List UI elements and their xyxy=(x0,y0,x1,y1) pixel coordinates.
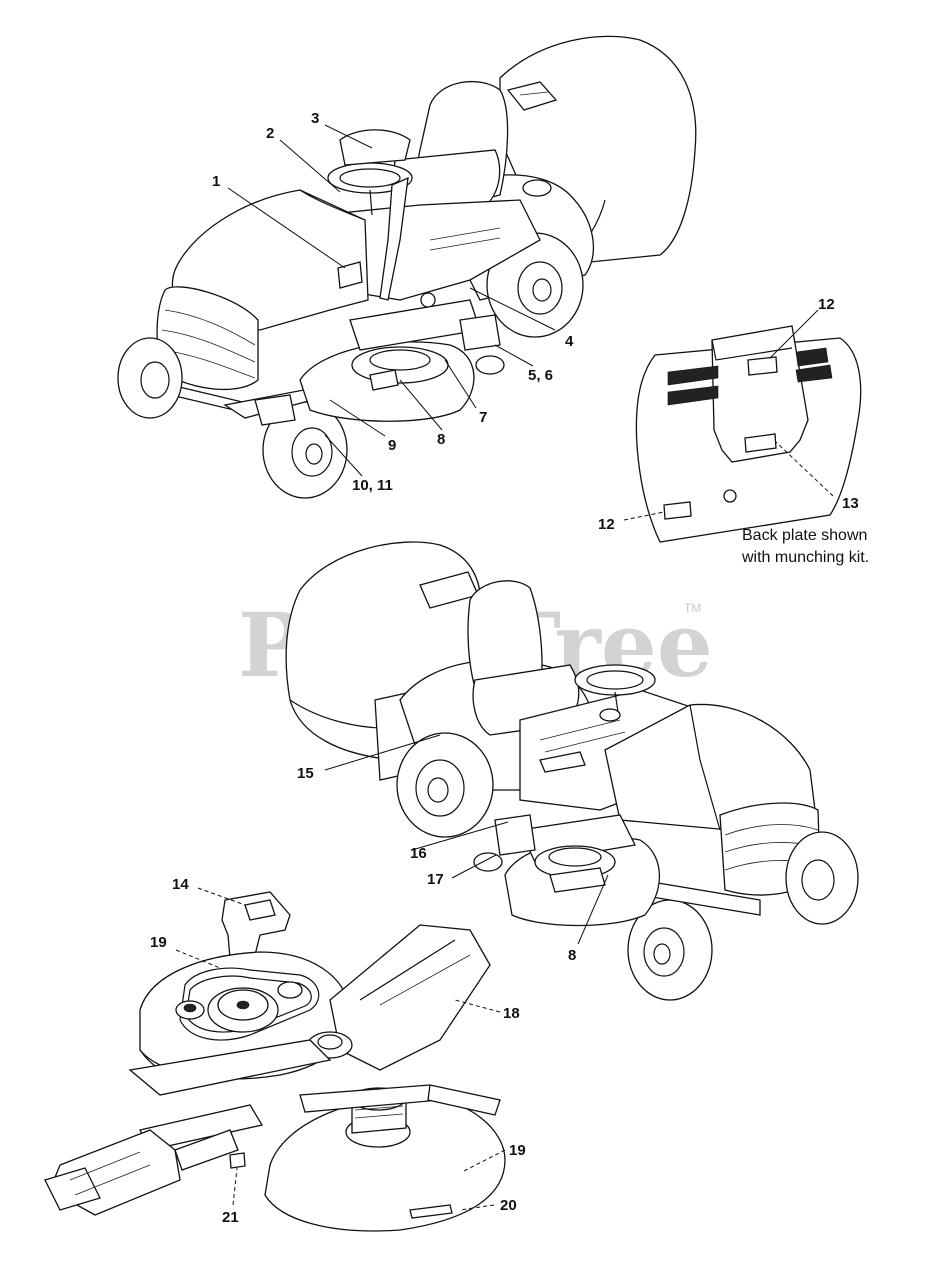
callout-3: 3 xyxy=(311,110,319,127)
leader-lines-deck xyxy=(175,887,506,1211)
callout-8-mid: 8 xyxy=(568,947,576,964)
callout-17: 17 xyxy=(427,871,444,888)
watermark-trademark: TM xyxy=(684,601,701,615)
callout-12-bottom: 12 xyxy=(598,516,615,533)
callout-20: 20 xyxy=(500,1197,517,1214)
back-plate xyxy=(635,325,862,543)
leader-lines-middle xyxy=(324,734,609,945)
callout-2: 2 xyxy=(266,125,274,142)
callout-19-bottom: 19 xyxy=(509,1142,526,1159)
tractor-front-view xyxy=(117,35,697,499)
callout-10-11: 10, 11 xyxy=(352,477,393,494)
callout-15: 15 xyxy=(297,765,314,782)
callout-21: 21 xyxy=(222,1209,239,1226)
callout-18: 18 xyxy=(503,1005,520,1022)
leader-lines-top xyxy=(227,124,556,477)
callout-16: 16 xyxy=(410,845,427,862)
tractor-rear-view xyxy=(285,541,859,1001)
callout-8-top: 8 xyxy=(437,431,445,448)
callout-19-top: 19 xyxy=(150,934,167,951)
callout-4: 4 xyxy=(565,333,574,350)
callout-9: 9 xyxy=(388,437,396,454)
note-line-2: with munching kit. xyxy=(741,549,869,566)
leader-lines-backplate xyxy=(623,309,834,521)
note-line-1: Back plate shown xyxy=(742,527,867,544)
callout-13: 13 xyxy=(842,495,859,512)
callout-1: 1 xyxy=(212,173,220,190)
mower-deck-detail xyxy=(44,891,506,1232)
callout-5-6: 5, 6 xyxy=(528,367,553,384)
callout-7: 7 xyxy=(479,409,487,426)
callout-14: 14 xyxy=(172,876,189,893)
callouts: 1 2 3 4 5, 6 7 8 9 10, 11 12 12 13 14 15… xyxy=(150,110,859,1226)
back-plate-note: Back plate shown with munching kit. xyxy=(741,527,869,566)
callout-12-top: 12 xyxy=(818,296,835,313)
